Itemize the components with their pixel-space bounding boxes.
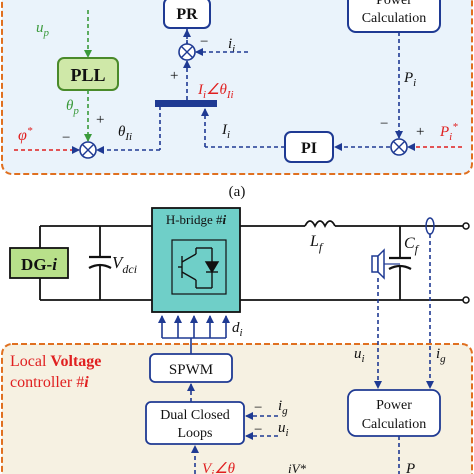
ii-angle-label: Ii∠θIi bbox=[197, 82, 234, 101]
plus-sign-left-top: + bbox=[96, 112, 104, 128]
pi-block bbox=[284, 131, 334, 163]
di-label: di bbox=[232, 320, 243, 339]
igbt-symbol-box bbox=[171, 239, 227, 295]
cf-label: Cf bbox=[404, 235, 420, 256]
theta-ii-label: θIi bbox=[118, 124, 132, 143]
figure-caption: (a) bbox=[229, 184, 246, 200]
pll-label: PLL bbox=[70, 65, 105, 85]
pr-label: PR bbox=[176, 6, 198, 23]
filter-inductor bbox=[304, 220, 336, 229]
polar-conversion-bar bbox=[155, 100, 217, 107]
ui-measurement-label: ui bbox=[354, 346, 365, 365]
dual-closed-loops-line2: Loops bbox=[178, 426, 213, 441]
local-voltage-title: Local Voltage bbox=[10, 353, 101, 370]
phi-star-label: φ* bbox=[18, 125, 33, 144]
power-calculation-label: Calculation bbox=[362, 11, 427, 26]
power-calculation-cut-label: Power bbox=[376, 0, 412, 8]
h-bridge-block bbox=[151, 207, 241, 313]
lf-label: Lf bbox=[309, 233, 324, 254]
dual-closed-loops-block bbox=[145, 401, 245, 445]
minus-sign-middle: − bbox=[200, 34, 208, 50]
up-label: up bbox=[36, 20, 50, 39]
igbt-icon bbox=[178, 247, 220, 289]
dg-label: DG-i bbox=[21, 255, 57, 274]
ig-measurement-label: ig bbox=[436, 346, 446, 365]
sum-junction-middle bbox=[178, 43, 196, 61]
minus-sign-left: − bbox=[62, 130, 70, 146]
power-calculation-block-top bbox=[347, 0, 441, 33]
ii-magnitude-label: Ii bbox=[221, 122, 230, 141]
pi-power-label: Pi bbox=[403, 70, 416, 89]
pi-label: PI bbox=[301, 140, 317, 157]
output-terminal-top bbox=[462, 222, 470, 230]
sum-junction-right bbox=[390, 138, 408, 156]
dual-closed-loops-line1: Dual Closed bbox=[160, 408, 230, 423]
power-calculation-bottom-line2: Calculation bbox=[362, 417, 427, 432]
plus-sign-right: + bbox=[416, 124, 424, 140]
pwm-gate-arrows bbox=[158, 315, 230, 339]
theta-p-label: θp bbox=[66, 98, 79, 117]
h-bridge-label: H-bridge #i bbox=[166, 212, 227, 227]
pi-cut-label: P bbox=[405, 461, 415, 474]
controller-title: controller #i bbox=[10, 374, 89, 391]
ig-feedback-label: ig bbox=[278, 398, 288, 417]
dg-block bbox=[9, 247, 69, 279]
minus-sign-right: − bbox=[380, 116, 388, 132]
vi-angle-label: Vi∠θ bbox=[202, 461, 236, 474]
output-terminal-bottom bbox=[462, 296, 470, 304]
minus-ui: − bbox=[254, 422, 262, 438]
vdc-label: Vdci bbox=[112, 253, 137, 276]
minus-ig: − bbox=[254, 400, 262, 416]
power-calculation-bottom-line1: Power bbox=[376, 398, 412, 413]
sum-junction-left bbox=[79, 141, 97, 159]
voltage-sensor-icon bbox=[371, 248, 385, 280]
spwm-label: SPWM bbox=[169, 362, 213, 378]
ii-label: ii bbox=[228, 36, 235, 55]
power-calculation-block-bottom bbox=[347, 389, 441, 437]
ui-feedback-label: ui bbox=[278, 420, 289, 439]
plus-sign-middle: + bbox=[170, 68, 178, 84]
pi-star-label: Pi* bbox=[439, 121, 458, 143]
vi-star-cut-label: iV* bbox=[288, 461, 307, 474]
top-control-panel bbox=[1, 0, 473, 175]
